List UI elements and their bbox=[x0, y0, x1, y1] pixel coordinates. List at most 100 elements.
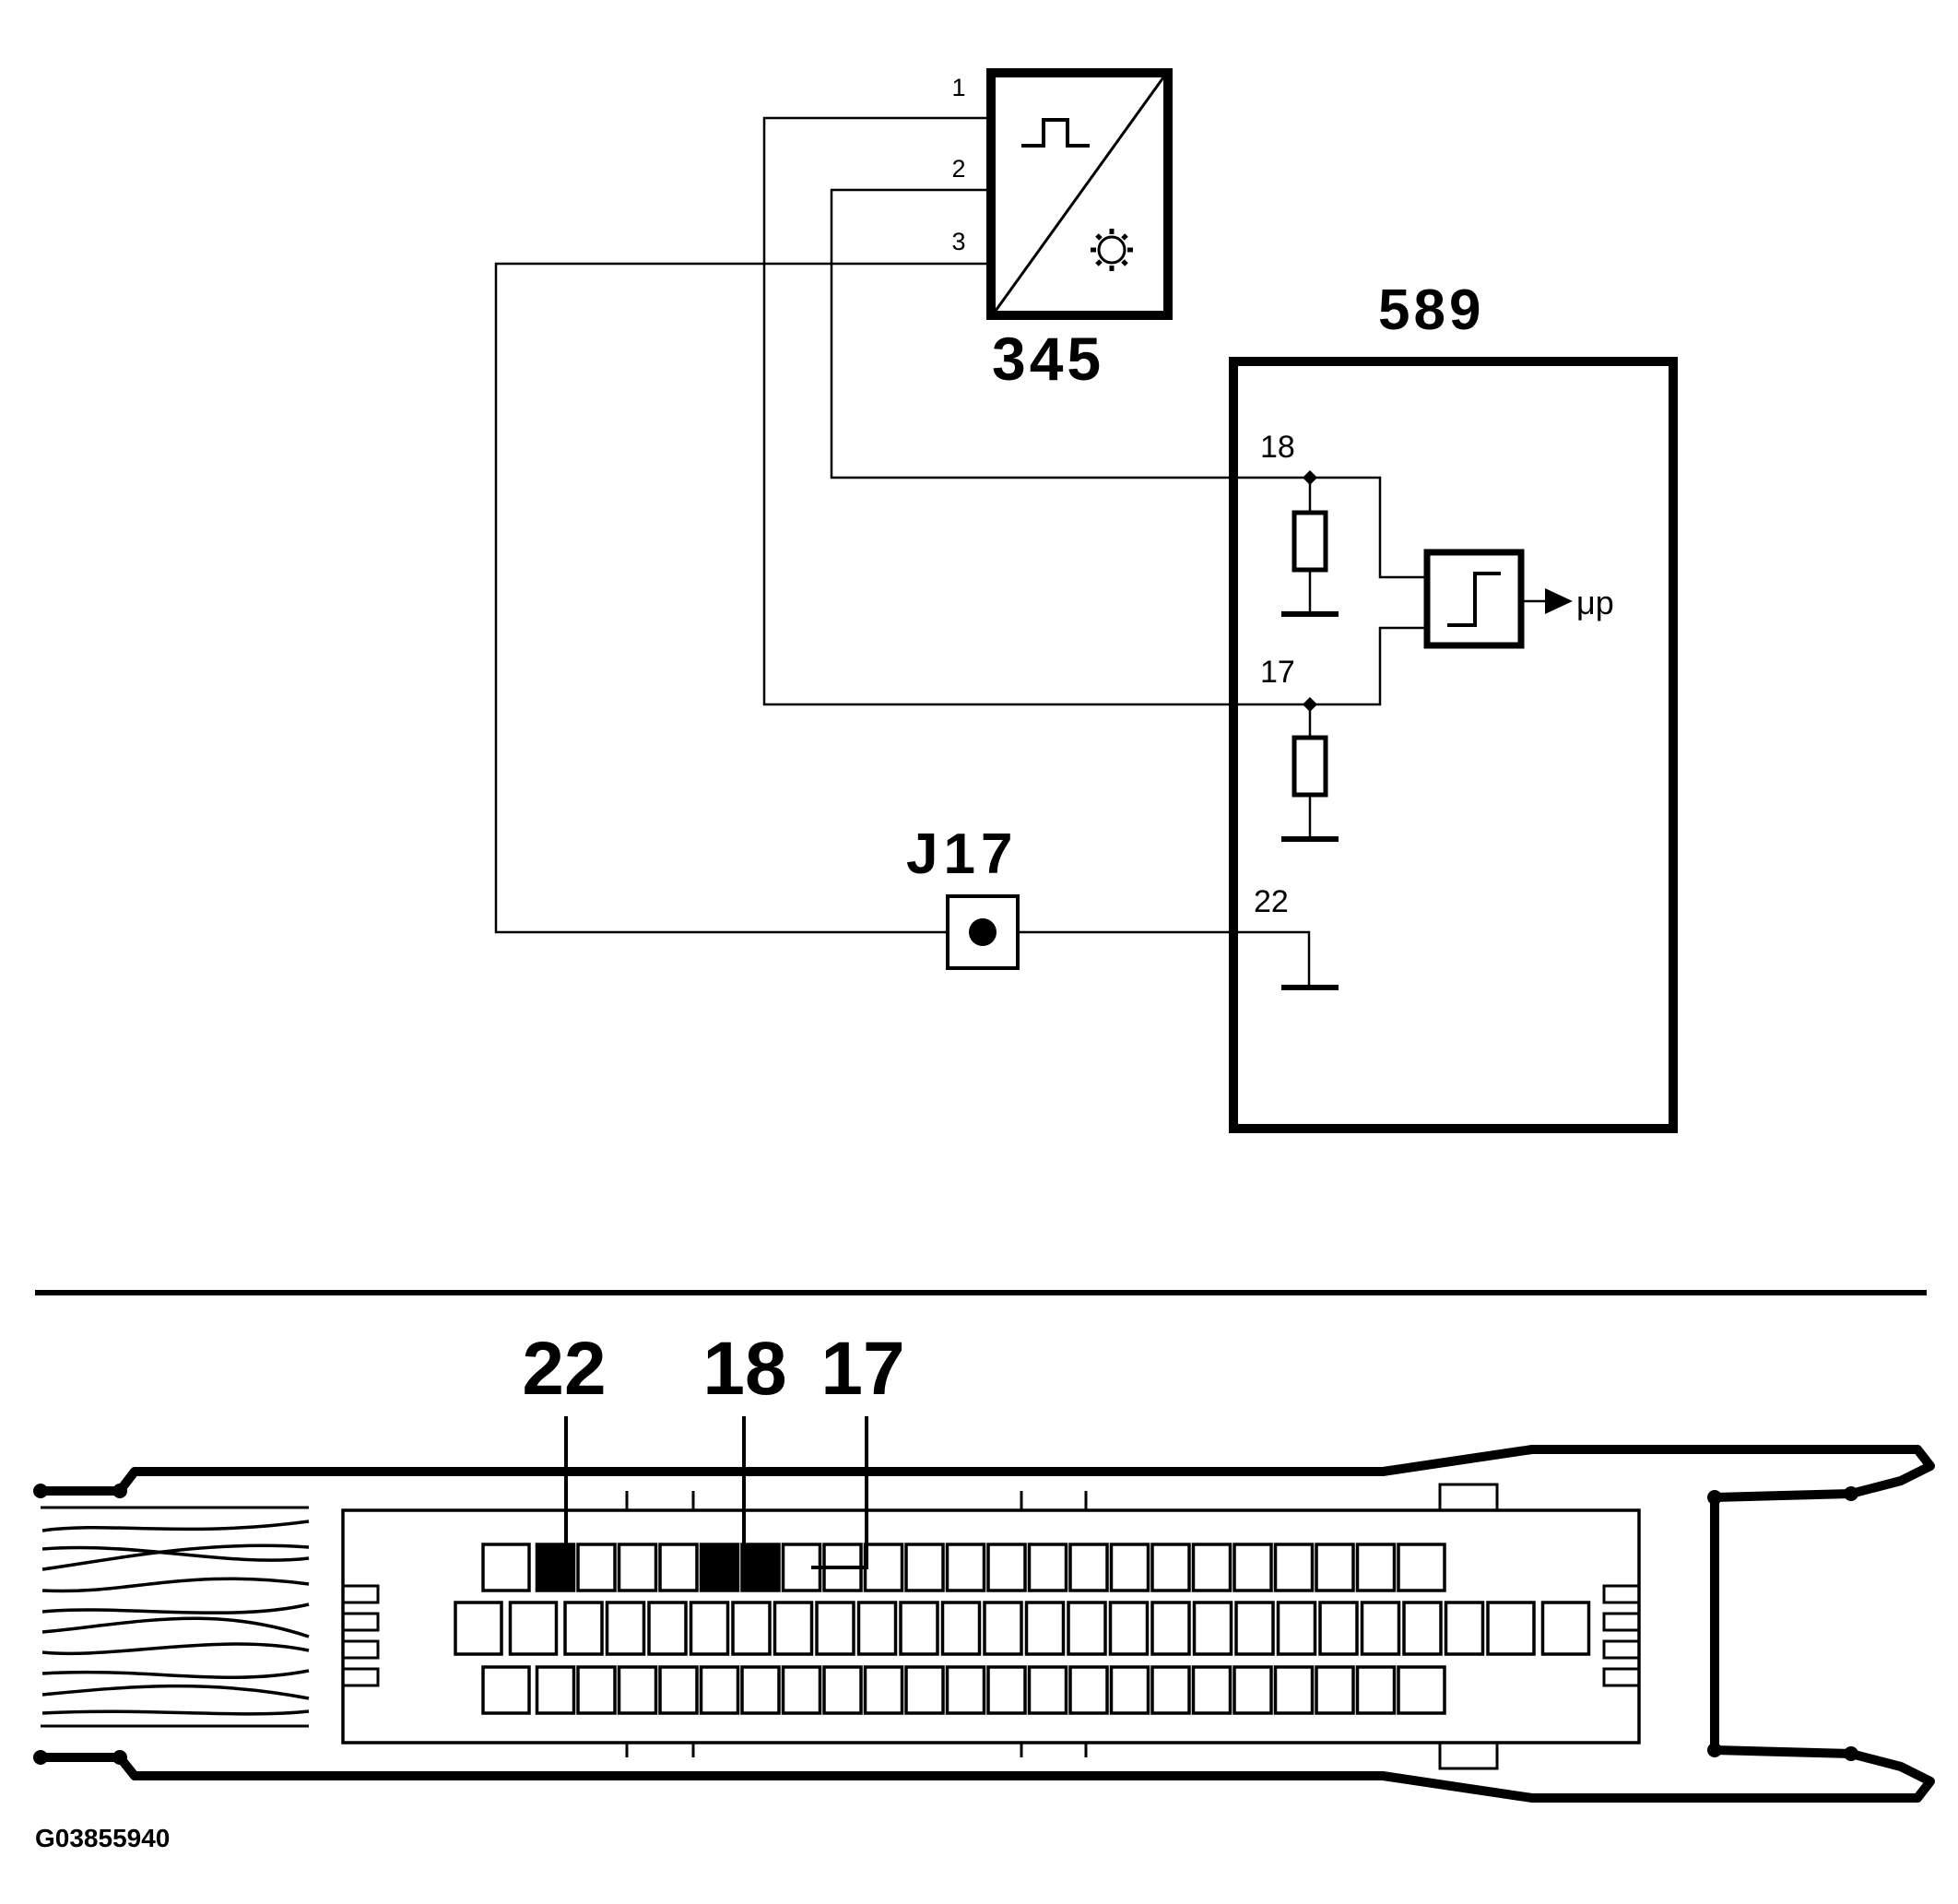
wire-sensor-pin1-to-ecu-pin17 bbox=[762, 116, 1310, 706]
sensor-pin-label-1: 1 bbox=[951, 74, 965, 101]
connector-pin bbox=[1150, 1665, 1191, 1715]
connector-pin bbox=[986, 1543, 1027, 1592]
connector-pin bbox=[731, 1601, 772, 1656]
connector-pin bbox=[576, 1665, 617, 1715]
resistor-icon bbox=[1292, 510, 1328, 573]
connector-pin bbox=[1315, 1665, 1355, 1715]
connector-pin bbox=[605, 1601, 646, 1656]
wire-j17-to-ecu-pin22 bbox=[1018, 930, 1311, 987]
connector-pin bbox=[986, 1665, 1027, 1715]
connector-pin bbox=[658, 1543, 699, 1592]
connector-pin bbox=[945, 1665, 986, 1715]
ecu-label: 589 bbox=[1378, 278, 1484, 342]
ecu-pin-label-17: 17 bbox=[1260, 655, 1295, 690]
connector-pin bbox=[945, 1543, 986, 1592]
connector-pin-22 bbox=[535, 1543, 576, 1592]
connector-pin bbox=[904, 1543, 945, 1592]
pin-callouts: 22 18 17 bbox=[522, 1327, 905, 1569]
connector-pin bbox=[940, 1601, 982, 1656]
connector-pin bbox=[773, 1601, 814, 1656]
connector-pin bbox=[1067, 1601, 1107, 1656]
cable-bundle bbox=[41, 1506, 310, 1728]
connector-pin-17 bbox=[740, 1543, 781, 1592]
connector-pin bbox=[1068, 1543, 1109, 1592]
node-18 bbox=[1303, 470, 1427, 579]
connector-shell bbox=[33, 1445, 1935, 1803]
connector-pin bbox=[1233, 1543, 1273, 1592]
sensor-pin-label-3: 3 bbox=[951, 228, 965, 255]
connector-pin bbox=[1315, 1543, 1355, 1592]
ecu-589: 589 18 17 22 μp bbox=[1229, 278, 1678, 1133]
connector-pin bbox=[863, 1665, 904, 1715]
connector-pin bbox=[1150, 1543, 1191, 1592]
connector-pin bbox=[481, 1665, 531, 1715]
connector-pin bbox=[856, 1601, 898, 1656]
connector-pin bbox=[1191, 1665, 1233, 1715]
output-arrow-icon bbox=[1545, 588, 1573, 614]
wires bbox=[494, 116, 1311, 987]
connector-view: 22 18 17 bbox=[33, 1327, 1935, 1803]
connector-pin bbox=[1024, 1601, 1066, 1656]
connector-pin bbox=[899, 1601, 939, 1656]
connector-pin bbox=[1109, 1665, 1150, 1715]
connector-pin bbox=[1355, 1665, 1397, 1715]
connector-pin bbox=[1108, 1601, 1150, 1656]
connector-pin bbox=[1397, 1543, 1446, 1592]
connector-pin bbox=[699, 1665, 740, 1715]
connector-pin bbox=[822, 1665, 863, 1715]
connector-pin-18 bbox=[699, 1543, 740, 1592]
junction-label: J17 bbox=[906, 822, 1018, 886]
connector-pin bbox=[904, 1665, 945, 1715]
sensor-box bbox=[986, 68, 1173, 320]
sensor-pin-label-2: 2 bbox=[951, 155, 965, 183]
connector-pin bbox=[1276, 1601, 1317, 1656]
connector-pin bbox=[1027, 1543, 1068, 1592]
connector-pin bbox=[1191, 1543, 1233, 1592]
sensor-diagonal bbox=[994, 77, 1165, 312]
connector-pin bbox=[1273, 1543, 1315, 1592]
connector-pin bbox=[815, 1601, 855, 1656]
connector-pin bbox=[1402, 1601, 1443, 1656]
square-pulse-icon bbox=[1021, 118, 1090, 148]
connector-pin bbox=[1109, 1543, 1150, 1592]
junction-j17: J17 bbox=[906, 822, 1020, 970]
connector-pin bbox=[1318, 1601, 1359, 1656]
schmitt-trigger-icon bbox=[1423, 549, 1525, 649]
toothed-wheel-icon bbox=[1091, 229, 1133, 271]
connector-pin bbox=[1233, 1665, 1273, 1715]
connector-pin bbox=[689, 1601, 730, 1656]
connector-pin bbox=[658, 1665, 699, 1715]
connector-pin bbox=[1486, 1601, 1536, 1656]
connector-pin bbox=[1360, 1601, 1401, 1656]
connector-pin bbox=[617, 1665, 658, 1715]
ecu-output-label: μp bbox=[1576, 584, 1614, 621]
connector-pin bbox=[1234, 1601, 1275, 1656]
connector-pin bbox=[576, 1543, 617, 1592]
connector-pin bbox=[983, 1601, 1023, 1656]
resistor-icon bbox=[1292, 735, 1328, 798]
connector-pin bbox=[508, 1601, 559, 1656]
connector-pin bbox=[535, 1665, 576, 1715]
connector-pin bbox=[863, 1543, 904, 1592]
connector-pin bbox=[1192, 1601, 1233, 1656]
connector-pin-grid bbox=[454, 1543, 1591, 1715]
connector-pin bbox=[1150, 1601, 1191, 1656]
callout-label-18: 18 bbox=[702, 1327, 786, 1411]
figure-code: G03855940 bbox=[35, 1824, 170, 1852]
sensor-345: 345 1 2 3 bbox=[951, 68, 1173, 393]
connector-pin bbox=[454, 1601, 503, 1656]
connector-pin bbox=[1355, 1543, 1397, 1592]
connector-pin bbox=[1397, 1665, 1446, 1715]
connector-pin bbox=[781, 1665, 822, 1715]
connector-pin bbox=[481, 1543, 531, 1592]
wire-sensor-pin3-to-j17 bbox=[494, 262, 991, 934]
node-17 bbox=[1303, 626, 1427, 738]
connector-pin bbox=[647, 1601, 688, 1656]
callout-label-22: 22 bbox=[522, 1327, 606, 1411]
sensor-label: 345 bbox=[992, 325, 1104, 393]
wire-sensor-pin2-to-ecu-pin18 bbox=[830, 188, 1310, 479]
connector-pin bbox=[1540, 1601, 1591, 1656]
callout-line-17 bbox=[811, 1416, 868, 1569]
connector-pin bbox=[1273, 1665, 1315, 1715]
